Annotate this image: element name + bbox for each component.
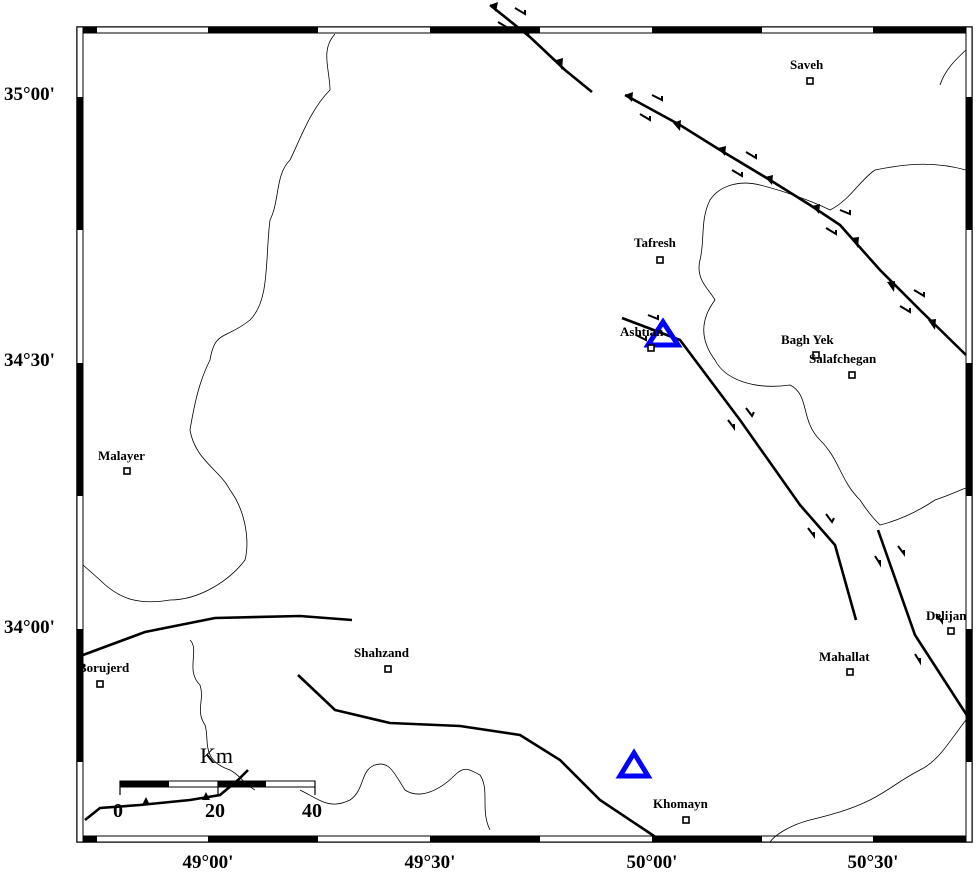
- lat-label-34-00: 34°00': [4, 617, 55, 638]
- city-marker-bagh-yek: [812, 351, 820, 359]
- boundary-west: [82, 33, 336, 603]
- faults: [82, 3, 970, 842]
- boundary-southeast: [769, 719, 967, 843]
- lon-label-50-30: 50°30': [847, 852, 899, 873]
- city-label-borujerd: Borujerd: [78, 660, 130, 675]
- station-triangle-khomayn[interactable]: [615, 748, 653, 779]
- lon-label-49-00: 49°00': [182, 852, 234, 873]
- boundary-east-upper: [939, 49, 967, 86]
- scale-label-40: 40: [302, 800, 322, 822]
- city-label-tafresh: Tafresh: [634, 235, 676, 250]
- city-label-khomayn: Khomayn: [653, 796, 708, 811]
- fault-north: [489, 3, 593, 94]
- lon-label-49-30: 49°30': [404, 852, 456, 873]
- city-marker-khomayn: [682, 816, 690, 824]
- scale-bar: [119, 780, 316, 795]
- station-triangle-ashtian[interactable]: [643, 317, 683, 348]
- city-label-mahallat: Mahallat: [819, 649, 870, 664]
- boundary-east-mid: [698, 163, 967, 526]
- city-marker-shahzand: [384, 665, 392, 673]
- stations: [615, 317, 683, 779]
- fault-northeast: [624, 93, 967, 356]
- city-label-saveh: Saveh: [790, 57, 824, 72]
- city-label-ashtian: Ashtian: [620, 324, 664, 339]
- city-label-shahzand: Shahzand: [354, 645, 409, 660]
- city-label-delijan: Delijan: [926, 608, 967, 623]
- fault-borujerd: [82, 614, 353, 657]
- lat-label-35-00: 35°00': [4, 84, 55, 105]
- map-frame: [76, 26, 973, 843]
- lat-label-34-30: 34°30': [4, 350, 55, 371]
- city-marker-delijan: [947, 627, 955, 635]
- scale-label-0: 0: [113, 800, 123, 822]
- scale-unit: Km: [200, 743, 233, 768]
- city-marker-ashtian: [647, 344, 655, 352]
- fault-delijan: [876, 529, 970, 718]
- city-label-malayer: Malayer: [98, 448, 145, 463]
- city-marker-mahallat: [846, 668, 854, 676]
- lon-label-50-00: 50°00': [626, 852, 678, 873]
- city-marker-salafchegan: [848, 371, 856, 379]
- city-marker-borujerd: [96, 680, 104, 688]
- city-markers: [96, 77, 955, 824]
- city-marker-tafresh: [656, 256, 664, 264]
- province-boundaries: [82, 33, 967, 843]
- fault-shahzand: [297, 674, 661, 842]
- city-marker-malayer: [123, 467, 131, 475]
- city-label-salafchegan: Salafchegan: [809, 351, 877, 366]
- thrust-teeth: [142, 2, 936, 805]
- city-label-bagh-yek: Bagh Yek: [781, 332, 834, 347]
- strike-slip-arrows: [497, 7, 943, 666]
- scale-label-20: 20: [205, 800, 225, 822]
- fault-southwest: [84, 769, 249, 822]
- boundary-south: [299, 763, 491, 831]
- city-marker-saveh: [806, 77, 814, 85]
- boundary-southwest: [189, 639, 256, 791]
